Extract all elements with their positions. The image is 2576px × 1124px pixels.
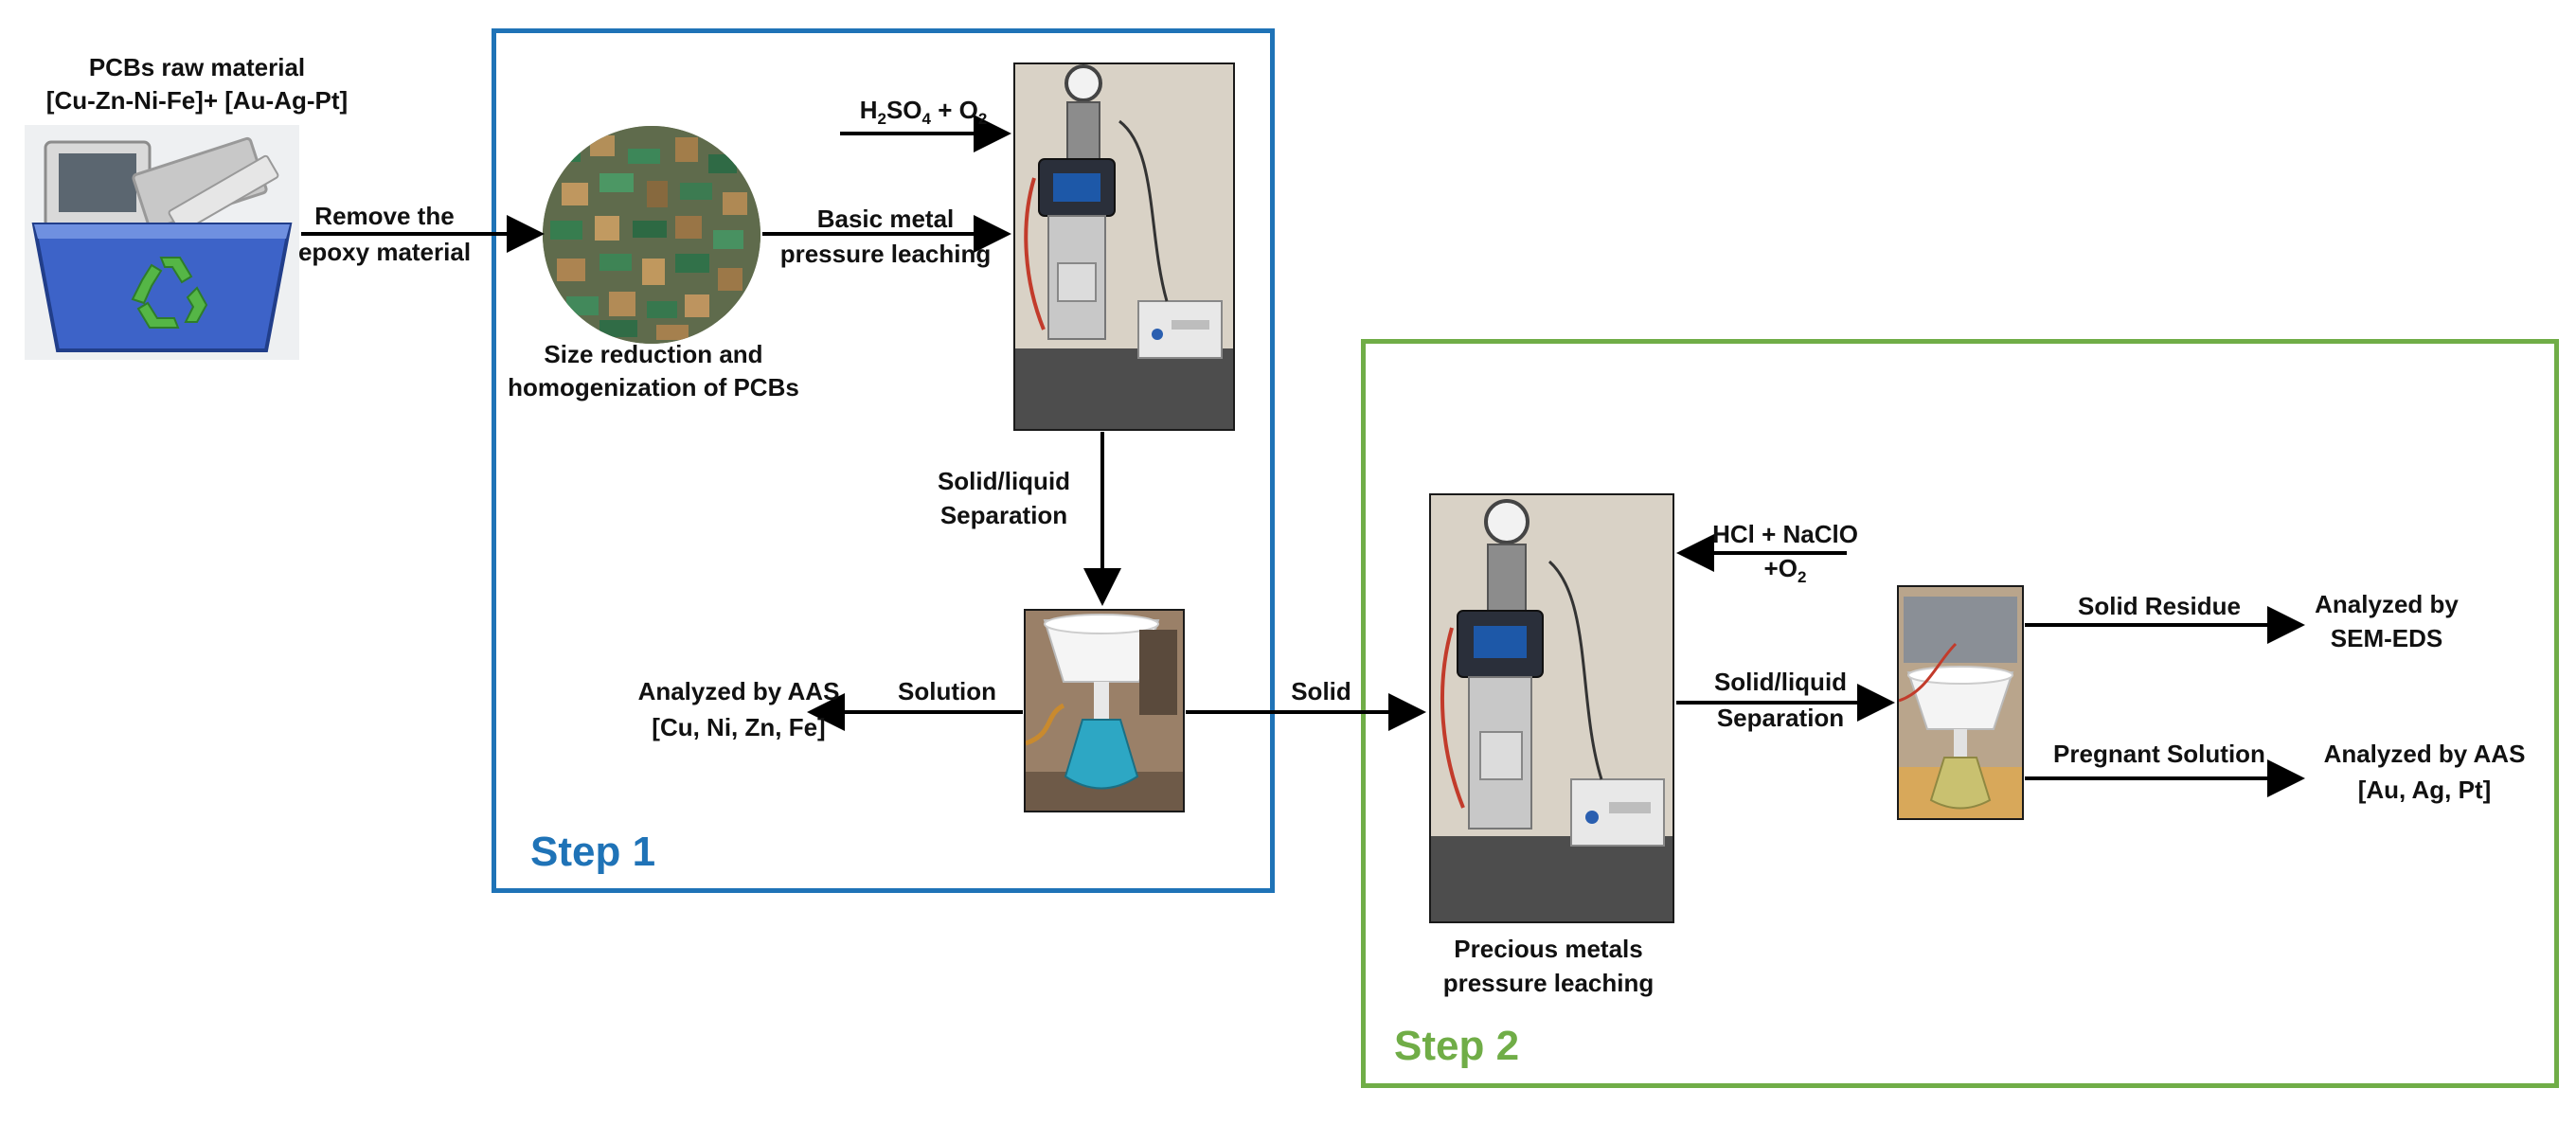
solid-liquid-1-label-line2: Separation [939, 501, 1068, 529]
step2-aas-line1: Analyzed by AAS [2323, 740, 2526, 768]
step2-label: Step 2 [1394, 1023, 1520, 1069]
raw-material-title: PCBs raw material [88, 53, 306, 81]
pregnant-solution-label: Pregnant Solution [2053, 740, 2265, 768]
solid-liquid-2-label-line1: Solid/liquid [1713, 668, 1848, 696]
hcl-label-line1: HCl + NaClO [1712, 520, 1858, 548]
hcl-label-line2: +O2 [1695, 553, 1875, 593]
pcb-pieces-image [543, 126, 760, 344]
solid-label: Solid [1291, 677, 1351, 705]
remove-epoxy-label-line2: epoxy material [297, 238, 472, 266]
raw-material-composition: [Cu-Zn-Ni-Fe]+ [Au-Ag-Pt] [45, 86, 349, 115]
basic-leaching-label-line2: pressure leaching [779, 240, 992, 268]
h2so4-part: H [859, 96, 878, 124]
solid-liquid-2-label-line2: Separation [1716, 704, 1845, 732]
solid-liquid-1-label-line1: Solid/liquid [937, 467, 1071, 495]
step1-label: Step 1 [530, 829, 656, 875]
filtration-image-1 [1024, 609, 1185, 812]
hcl-sub: 2 [1797, 568, 1807, 587]
reactor2-caption-line2: pressure leaching [1442, 969, 1655, 997]
pressure-reactor-image-1 [1013, 62, 1235, 431]
recycling-bin-icon [25, 125, 299, 360]
h2so4-sub: 2 [877, 110, 886, 129]
reactor2-caption-line1: Precious metals [1454, 935, 1643, 963]
step2-aas-line2: [Au, Ag, Pt] [2357, 776, 2492, 804]
solid-residue-label: Solid Residue [2078, 592, 2241, 620]
remove-epoxy-label-line1: Remove the [314, 202, 455, 230]
solution-label: Solution [898, 677, 996, 705]
pressure-reactor-image-2 [1429, 493, 1674, 923]
basic-leaching-label-line1: Basic metal [816, 205, 955, 233]
pcb-caption-line2: homogenization of PCBs [508, 373, 799, 401]
h2so4-part: + O [930, 96, 978, 124]
sem-result-line1: Analyzed by [2315, 590, 2459, 618]
step1-aas-line2: [Cu, Ni, Zn, Fe] [652, 713, 826, 741]
h2so4-label: H2SO4 + O2 [838, 95, 1009, 134]
h2so4-part: SO [886, 96, 922, 124]
step1-aas-line1: Analyzed by AAS [637, 677, 840, 705]
hcl-part: +O [1763, 554, 1798, 582]
pcb-caption-line1: Size reduction and [544, 340, 763, 368]
h2so4-sub: 2 [977, 110, 988, 129]
filtration-image-2 [1897, 585, 2024, 820]
sem-result-line2: SEM-EDS [2330, 624, 2443, 652]
step1-box [492, 28, 1275, 893]
h2so4-sub: 4 [921, 110, 931, 129]
